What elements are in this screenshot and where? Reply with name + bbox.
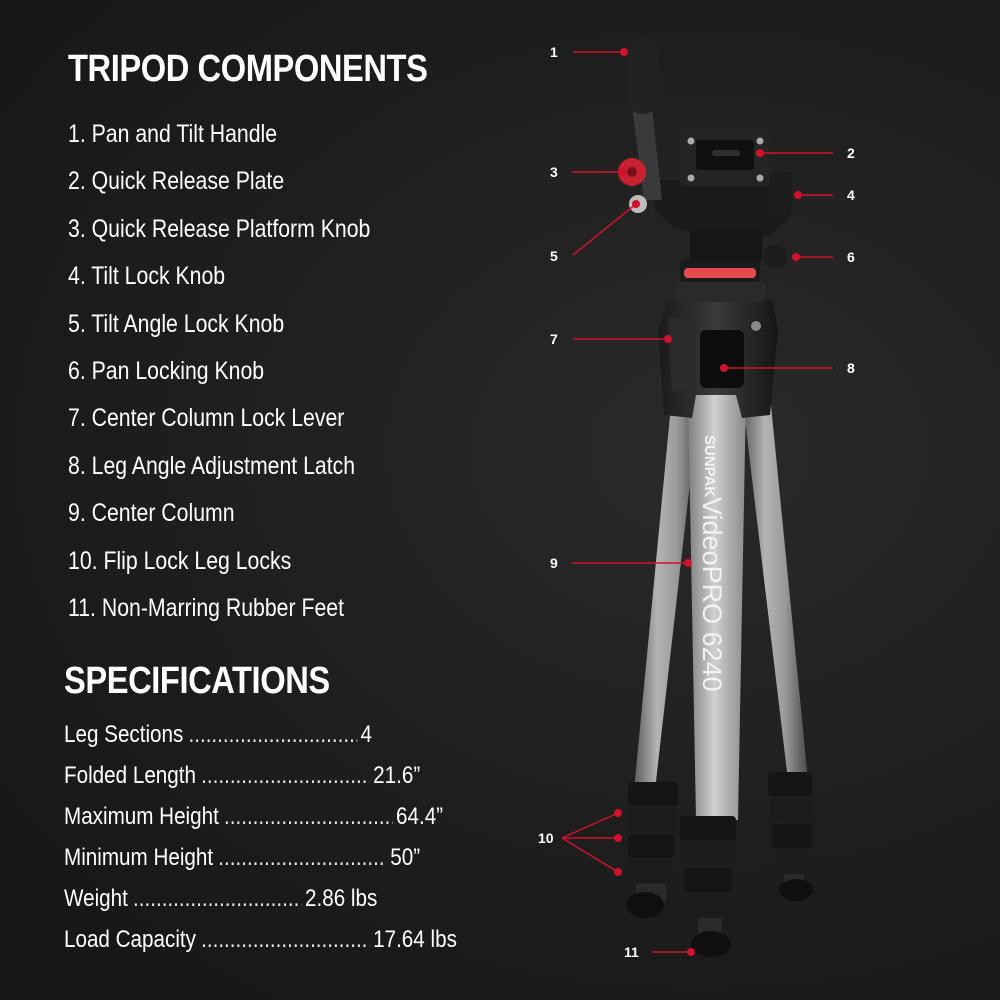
spec-row: Minimum Height .........................… [64, 837, 457, 878]
pan-tilt-handle [630, 90, 662, 200]
dot-leader: ...................................... [218, 843, 387, 871]
callout-lines [561, 51, 833, 953]
callout-4: 4 [847, 187, 855, 203]
fluid-head [655, 180, 790, 236]
spec-label: Weight [64, 884, 128, 912]
tilt-lock-knob [770, 172, 792, 216]
dot-leader: ...................................... [201, 761, 370, 789]
spec-value: 21.6” [373, 761, 421, 789]
component-item: 9. Center Column [68, 499, 235, 528]
center-leg-locks [680, 816, 736, 957]
spec-label: Folded Length [64, 761, 196, 789]
spec-row: Folded Length ..........................… [64, 755, 457, 796]
callout-7: 7 [550, 331, 558, 347]
callout-9: 9 [550, 555, 558, 571]
spec-row: Weight .................................… [64, 878, 457, 919]
callout-dots [614, 48, 802, 956]
component-item: 5. Tilt Angle Lock Knob [68, 309, 285, 338]
brand-mark: SUNPAK VideoPRO 6240 [697, 435, 727, 692]
components-heading: TRIPOD COMPONENTS [68, 48, 428, 90]
rubber-foot [779, 879, 813, 901]
pan-ring [684, 268, 756, 278]
leg-angle-latch [700, 330, 744, 388]
component-item: 2. Quick Release Plate [68, 167, 285, 196]
dot-leader: ...................................... [133, 884, 302, 912]
rubber-foot [626, 892, 664, 918]
spec-row: Load Capacity ..........................… [64, 919, 457, 960]
dot-leader: ...................................... [201, 925, 370, 953]
component-item: 11. Non-Marring Rubber Feet [68, 593, 344, 622]
brand-logo: SUNPAK [701, 435, 718, 497]
callout-6: 6 [847, 249, 855, 265]
spec-label: Minimum Height [64, 843, 214, 871]
brand-model: VideoPRO 6240 [697, 497, 727, 692]
spec-row: Leg Sections ...........................… [64, 714, 457, 755]
center-leg [688, 395, 746, 820]
spec-label: Leg Sections [64, 720, 184, 748]
spec-value: 17.64 lbs [373, 925, 457, 953]
callout-5: 5 [550, 248, 558, 264]
right-leg-locks [768, 772, 813, 901]
specifications-table: Leg Sections ...........................… [64, 714, 521, 960]
spec-value: 64.4” [396, 802, 444, 830]
component-item: 4. Tilt Lock Knob [68, 262, 226, 291]
component-item: 1. Pan and Tilt Handle [68, 120, 278, 148]
component-item: 7. Center Column Lock Lever [68, 404, 345, 433]
component-item: 6. Pan Locking Knob [68, 356, 265, 385]
rubber-foot [691, 931, 731, 957]
dot-leader: ...................................... [224, 802, 393, 830]
callout-2: 2 [847, 145, 855, 161]
component-item: 8. Leg Angle Adjustment Latch [68, 451, 356, 480]
callout-10: 10 [538, 830, 554, 846]
components-list: 1. Pan and Tilt Handle 2. Quick Release … [68, 114, 424, 635]
dot-leader: ...................................... [188, 720, 357, 748]
spec-value: 4 [360, 720, 372, 748]
spec-label: Load Capacity [64, 925, 196, 953]
callout-3: 3 [550, 164, 558, 180]
callout-1: 1 [550, 44, 558, 60]
component-item: 3. Quick Release Platform Knob [68, 214, 371, 243]
center-column-lock-lever [668, 318, 696, 392]
callout-8: 8 [847, 360, 855, 376]
spec-value: 2.86 lbs [305, 884, 378, 912]
spec-row: Maximum Height .........................… [64, 796, 457, 837]
component-item: 10. Flip Lock Leg Locks [68, 546, 292, 575]
specifications-heading: SPECIFICATIONS [64, 660, 330, 702]
spec-value: 50” [390, 843, 421, 871]
left-leg-locks [626, 782, 678, 918]
right-leg [742, 395, 808, 780]
left-leg [634, 395, 700, 790]
pan-locking-knob [763, 245, 787, 269]
spec-label: Maximum Height [64, 802, 219, 830]
callout-11: 11 [624, 944, 639, 960]
